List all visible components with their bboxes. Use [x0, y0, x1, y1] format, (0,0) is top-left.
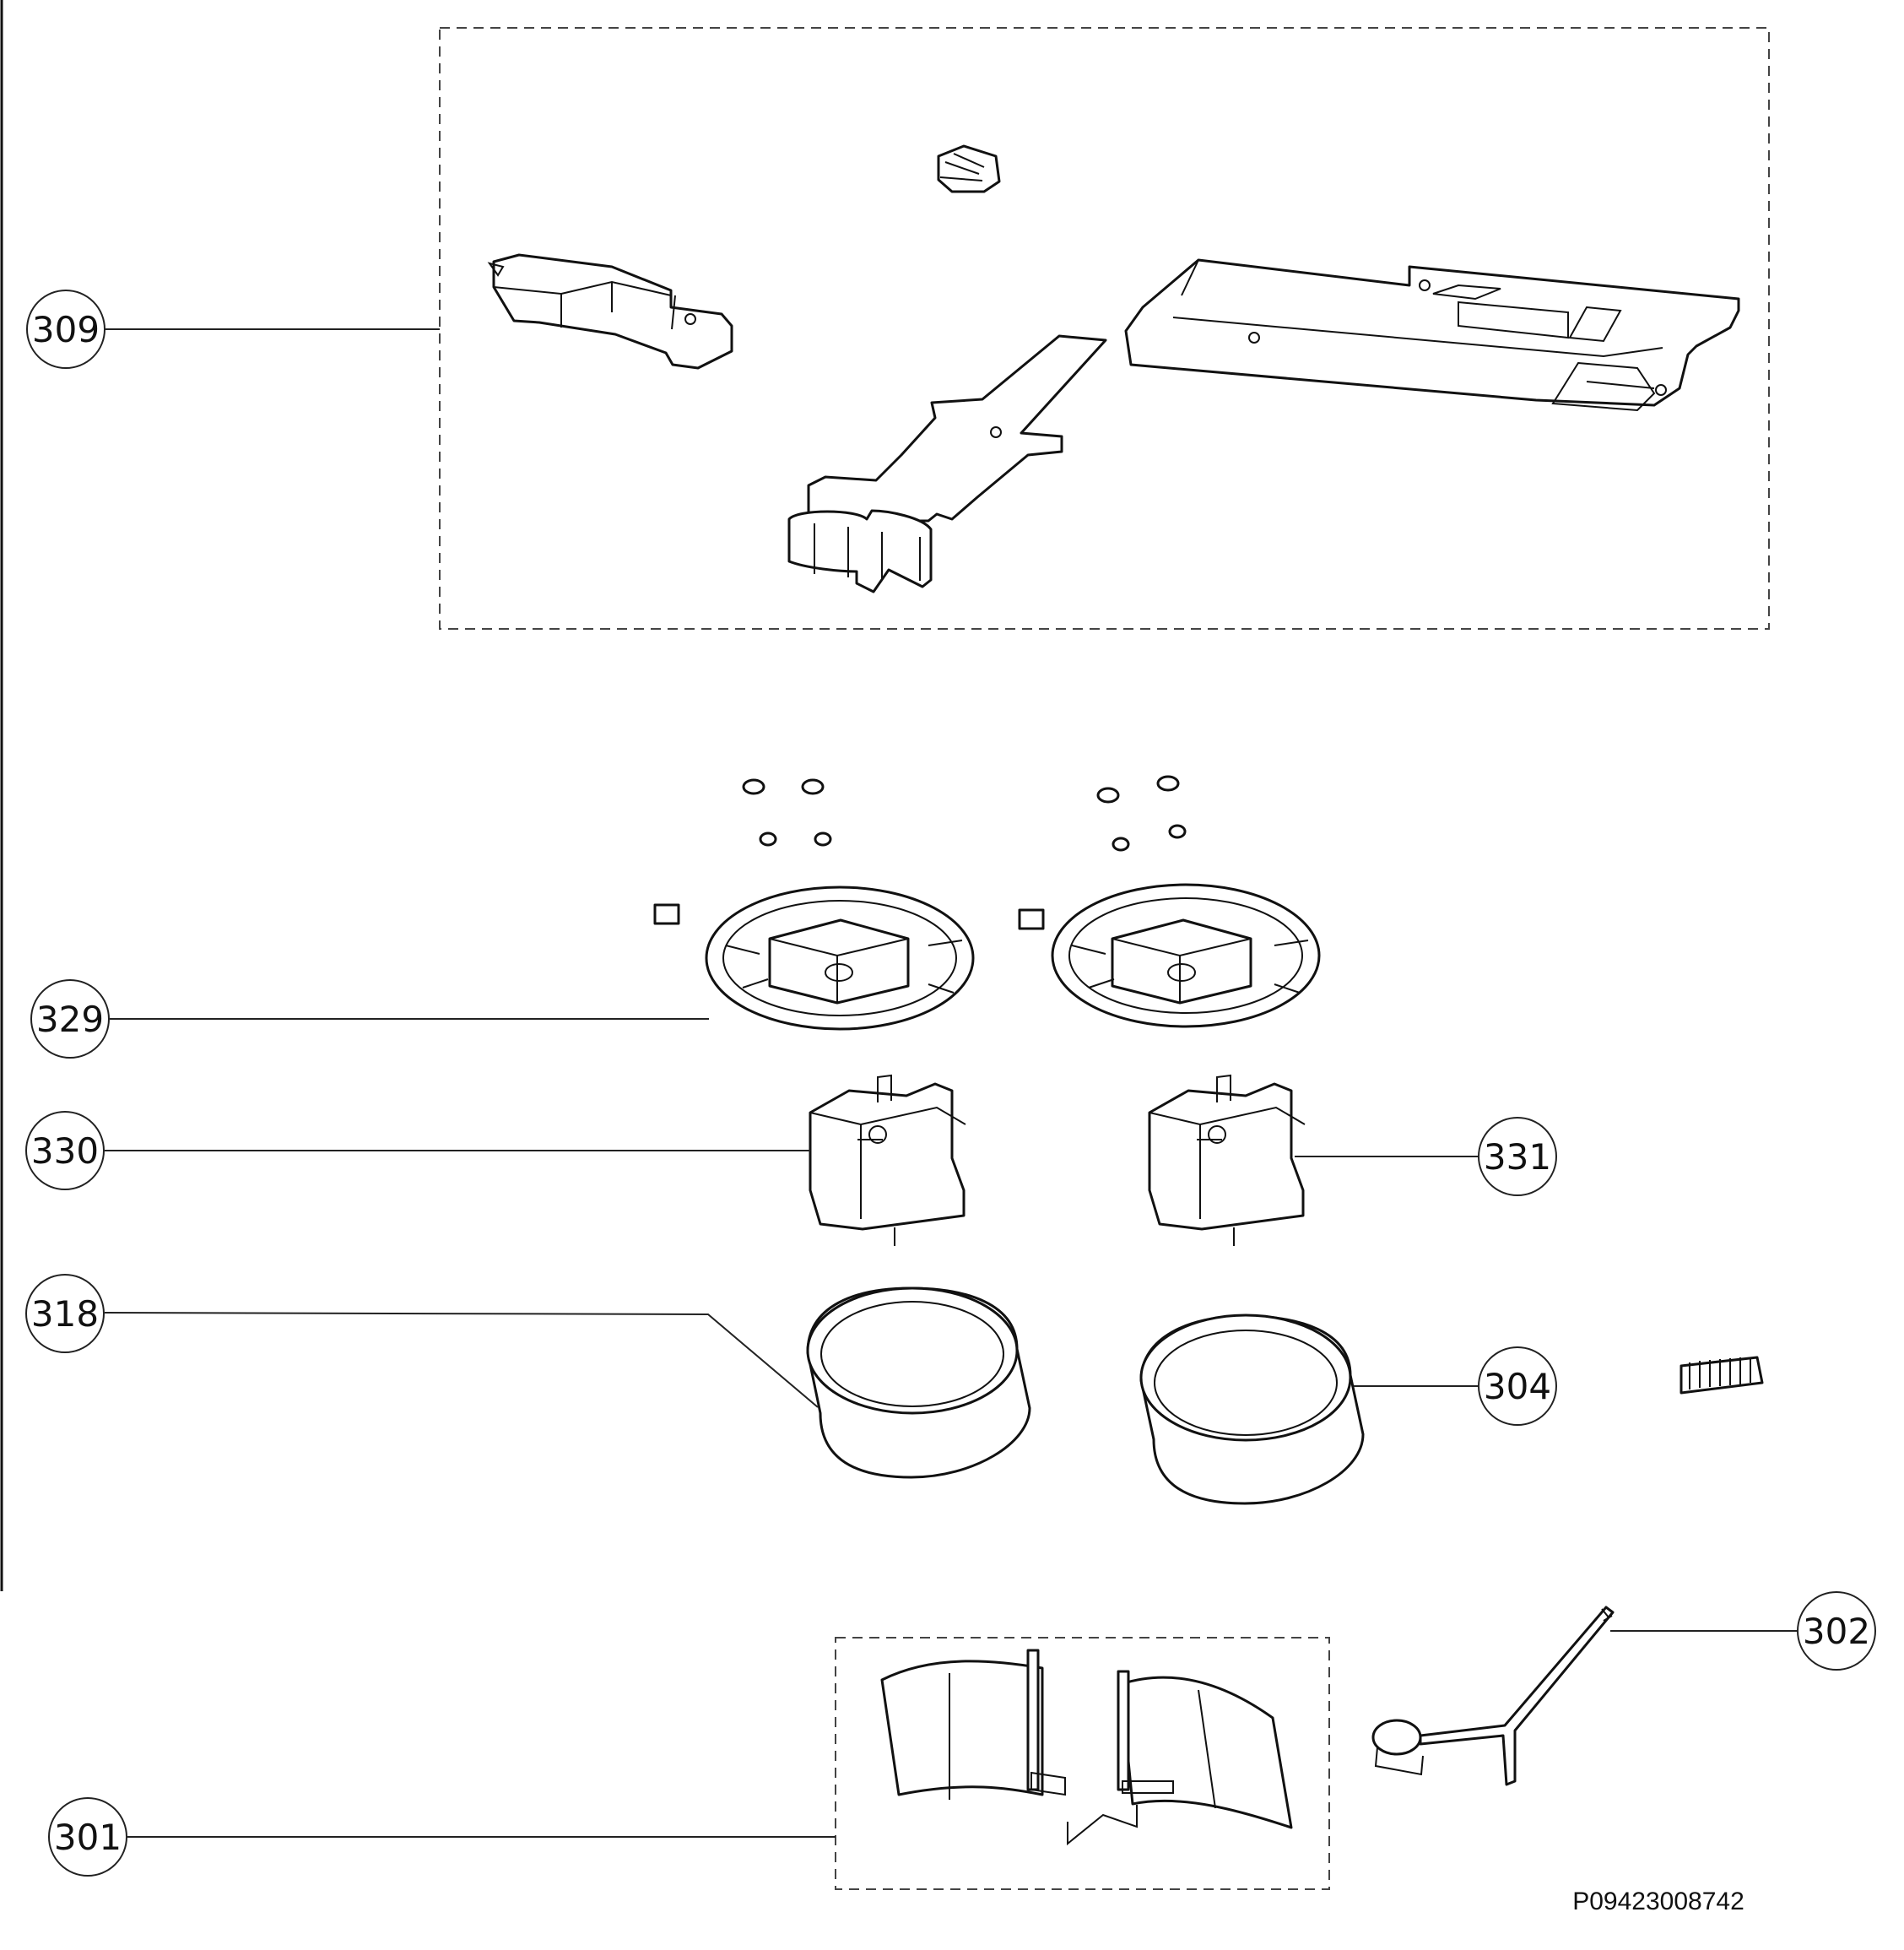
burner-base-left: [705, 886, 975, 1031]
document-id: P09423008742: [1572, 1888, 1744, 1915]
lever-part: [787, 334, 1107, 593]
svg-text:318: 318: [31, 1293, 99, 1335]
wire-clip-part: [1067, 1805, 1138, 1846]
cap-screws-right: [1096, 775, 1187, 852]
svg-text:329: 329: [36, 999, 104, 1040]
svg-text:330: 330: [31, 1130, 99, 1172]
terminal-block-part: [1680, 1356, 1764, 1395]
svg-text:309: 309: [32, 309, 100, 350]
callout-304: 304: [1478, 1346, 1557, 1426]
callout-329: 329: [30, 979, 110, 1059]
callout-301: 301: [48, 1797, 127, 1877]
knob-part: [937, 144, 1001, 193]
bracket-left-part: [487, 253, 733, 370]
burner-base-right: [1051, 883, 1321, 1028]
control-plate-part: [1124, 258, 1740, 412]
callout-318: 318: [25, 1274, 105, 1353]
assembly-group-309-box: [439, 27, 1770, 630]
callout-331: 331: [1478, 1117, 1557, 1196]
motor-right: [1148, 1074, 1306, 1246]
fan-housing-left: [806, 1286, 1031, 1479]
clip-small-left: [653, 903, 680, 925]
fan-housing-right: [1139, 1314, 1365, 1505]
clip-small-right: [1018, 908, 1045, 930]
svg-text:331: 331: [1484, 1136, 1551, 1178]
svg-text:301: 301: [54, 1817, 122, 1858]
callout-309: 309: [26, 290, 105, 369]
air-guide-right: [1117, 1670, 1293, 1829]
callout-330: 330: [25, 1111, 105, 1190]
motor-left: [809, 1074, 966, 1246]
svg-text:302: 302: [1803, 1611, 1870, 1652]
callout-302: 302: [1797, 1591, 1876, 1671]
air-guide-left: [880, 1649, 1066, 1800]
leader-318: [104, 1312, 819, 1408]
sensor-cable-part: [1371, 1606, 1615, 1786]
cap-screws-left: [742, 778, 832, 847]
svg-text:304: 304: [1484, 1366, 1551, 1407]
